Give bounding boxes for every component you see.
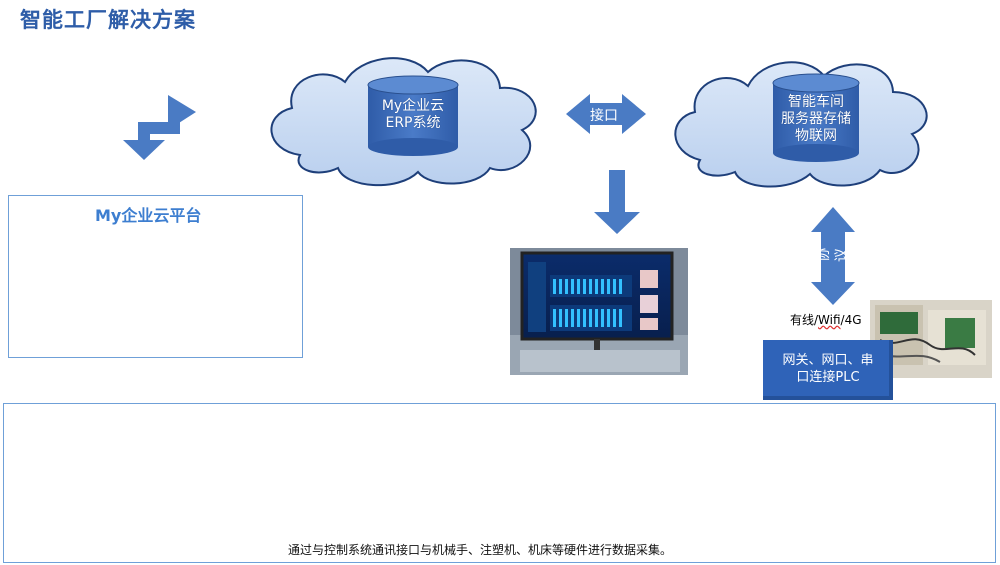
platform-title: My企业云平台 — [95, 206, 202, 225]
erp-cloud-label: My企业云 ERP系统 — [368, 98, 458, 132]
equipment-caption: 通过与控制系统通讯接口与机械手、注塑机、机床等硬件进行数据采集。 — [288, 543, 673, 557]
connectivity-suffix: /4G — [840, 313, 862, 327]
workshop-cloud-label: 智能车间 服务器存储 物联网 — [773, 94, 859, 145]
connectivity-wifi: Wifi — [818, 313, 841, 327]
plc-cabinet-image — [870, 300, 992, 378]
gateway-line1: 网关、网口、串 — [782, 353, 874, 368]
workshop-cloud-line2: 服务器存储 — [781, 111, 851, 127]
connectivity-prefix: 有线/ — [790, 313, 819, 327]
connectivity-label: 有线/Wifi/4G — [790, 311, 862, 328]
workshop-cloud-line3: 物联网 — [795, 128, 837, 144]
platform-panel — [8, 195, 303, 358]
equipment-panel — [3, 403, 996, 563]
down-arrow-icon — [594, 170, 640, 234]
gateway-box: 网关、网口、串 口连接PLC — [763, 340, 893, 400]
database-cylinder-icon — [367, 75, 459, 156]
erp-cloud-line2: ERP系统 — [385, 115, 441, 131]
double-arrow-icon — [123, 95, 196, 160]
gateway-line2: 口连接PLC — [796, 370, 860, 385]
interface-label: 接口 — [590, 108, 618, 124]
workshop-cloud-line1: 智能车间 — [788, 94, 844, 110]
page-title: 智能工厂解决方案 — [20, 8, 196, 32]
interface-arrow-icon — [566, 94, 646, 134]
database-cylinder-icon — [772, 73, 860, 162]
protocol-arrow-icon — [811, 207, 855, 305]
dashboard-monitor-image — [510, 248, 688, 375]
protocol-label: 协议 — [816, 248, 850, 262]
erp-cloud-line1: My企业云 — [381, 98, 445, 114]
